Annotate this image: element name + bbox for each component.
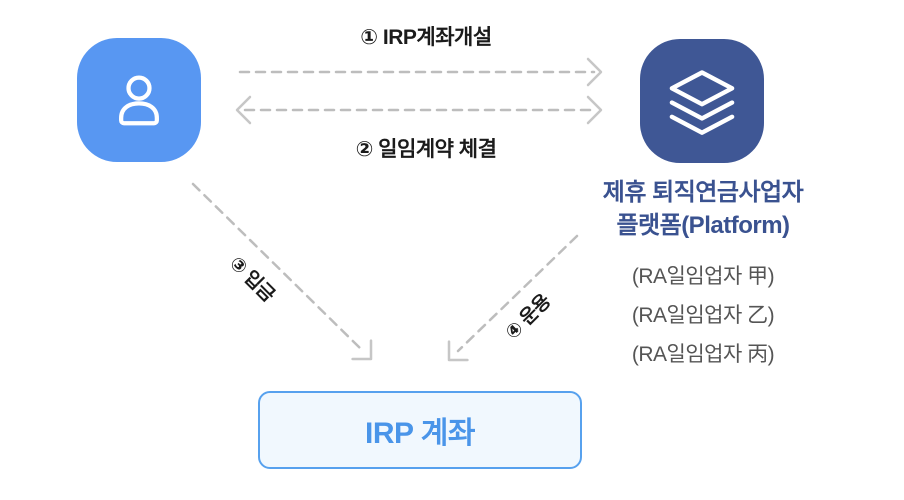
ra-operator-item: (RA일임업자 丙) bbox=[631, 343, 775, 366]
arrow-irp-account-open-label: ① IRP계좌개설 bbox=[360, 26, 492, 49]
platform-node bbox=[640, 39, 764, 163]
person-icon bbox=[105, 66, 173, 134]
irp-account-box: IRP 계좌 bbox=[258, 391, 582, 469]
ra-operator-item: (RA일임업자 乙) bbox=[631, 304, 775, 327]
arrow-discretionary-contract-label: ② 일임계약 체결 bbox=[355, 138, 497, 161]
arrow-irp-account-open bbox=[238, 57, 603, 87]
arrow-deposit bbox=[191, 182, 373, 361]
platform-title-line1: 제휴 퇴직연금사업자 bbox=[602, 179, 804, 206]
ra-operator-item: (RA일임업자 甲) bbox=[631, 265, 775, 288]
platform-title-line2: 플랫폼(Platform) bbox=[616, 212, 790, 239]
irp-account-label: IRP 계좌 bbox=[364, 417, 476, 450]
arrow-discretionary-contract bbox=[235, 95, 603, 125]
platform-description: 제휴 퇴직연금사업자 플랫폼(Platform) (RA일임업자 甲) (RA일… bbox=[553, 176, 853, 374]
arrow-operation bbox=[447, 234, 579, 362]
platform-title: 제휴 퇴직연금사업자 플랫폼(Platform) bbox=[553, 176, 853, 242]
layers-icon bbox=[664, 63, 740, 139]
user-node bbox=[77, 38, 201, 162]
platform-sublist: (RA일임업자 甲) (RA일임업자 乙) (RA일임업자 丙) bbox=[553, 257, 853, 374]
